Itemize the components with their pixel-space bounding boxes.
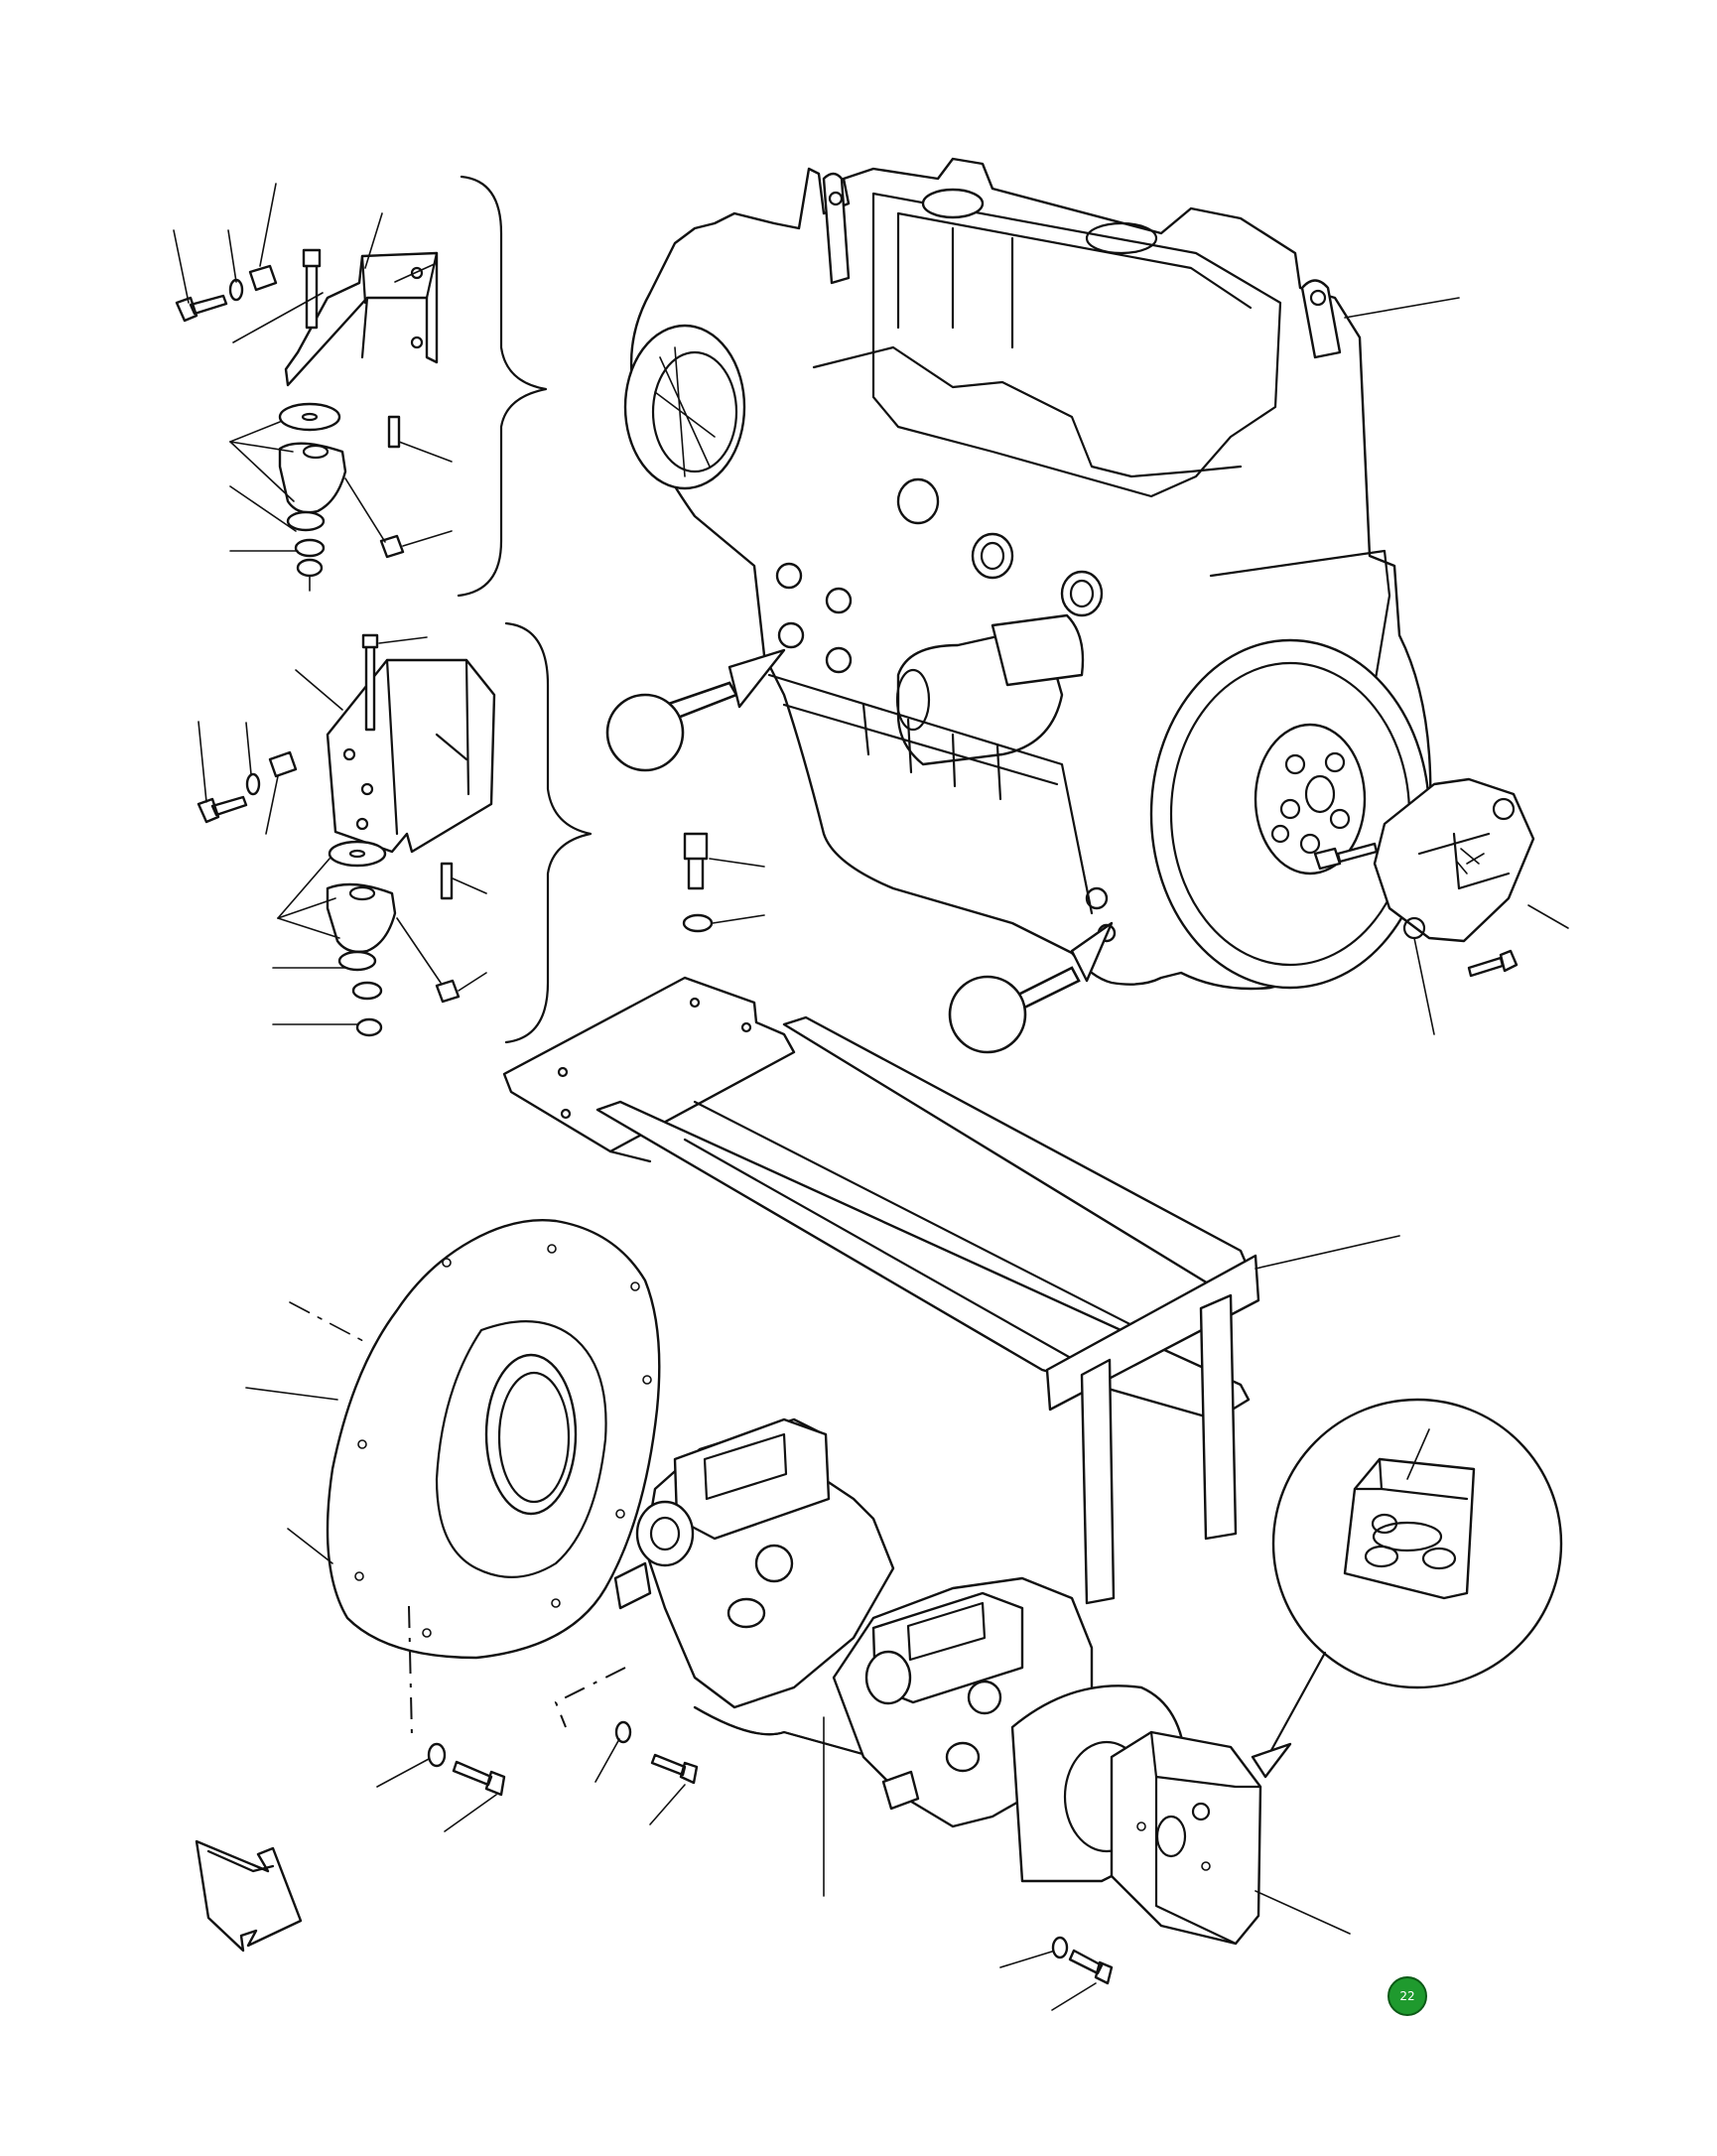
direction-arrow [195,1839,303,1953]
upper-engine-mount-group [173,175,548,598]
rubber-mount [326,882,397,954]
frame-mount-washer [682,913,714,933]
spacer [248,264,278,292]
side-bolt [175,294,228,323]
engine-support-frame [502,976,1400,1605]
group-brace [504,621,593,1044]
mount-washer [278,402,341,432]
mount-stud [387,415,401,449]
gear-pump-bolt [1068,1949,1114,1985]
bracket-bolt [361,633,379,732]
flywheel [1254,723,1367,876]
lock-washer [228,278,244,302]
spacer [268,750,298,778]
adapter-bolt [452,1760,506,1797]
mount-nut [379,534,405,559]
gear-pump-washer [1051,1936,1069,1959]
rubber-mount [278,442,347,514]
frame-leg [1199,1293,1238,1541]
callout-pin-frame-mount [948,921,1114,1054]
callout-pin-engine-mount [605,648,786,772]
block-mount-holes [775,562,1117,943]
alternator [623,324,746,490]
pump-washer [614,1720,632,1744]
frame-mount-bolt [683,832,709,890]
group-brace [457,175,548,598]
flywheel-housing-adapter [245,1219,661,1738]
intake-manifold [812,345,1243,617]
frame-leg [1080,1358,1116,1605]
oil-filler-cap [921,188,985,219]
tandem-hydraulic-pump [613,1417,1188,1897]
side-bolt [197,795,248,824]
starter-motor [895,613,1085,766]
lower-engine-mount-bracket [326,658,496,854]
pump-bolt [650,1753,699,1785]
mount-nut [435,979,461,1004]
oil-pan [767,673,1094,915]
adapter-washer [427,1742,447,1768]
gear-pump [1110,1730,1351,1946]
mount-stud [440,862,454,900]
sealant-tube [1343,1457,1476,1600]
engine-assembly [623,157,1569,1035]
valve-cover [871,192,1282,498]
bracket-bolt [302,248,322,330]
flexible-coupling [1373,777,1535,943]
upper-engine-mount-bracket [284,251,439,387]
lock-washer [245,772,261,796]
mount-washer [328,840,387,868]
sealant-detail [1251,1398,1563,1779]
coupling-bolt [1467,949,1519,978]
page-number-badge: 22 [1387,1976,1427,2016]
lower-engine-mount-group [197,621,593,1044]
coupling-bolt [1313,842,1379,871]
